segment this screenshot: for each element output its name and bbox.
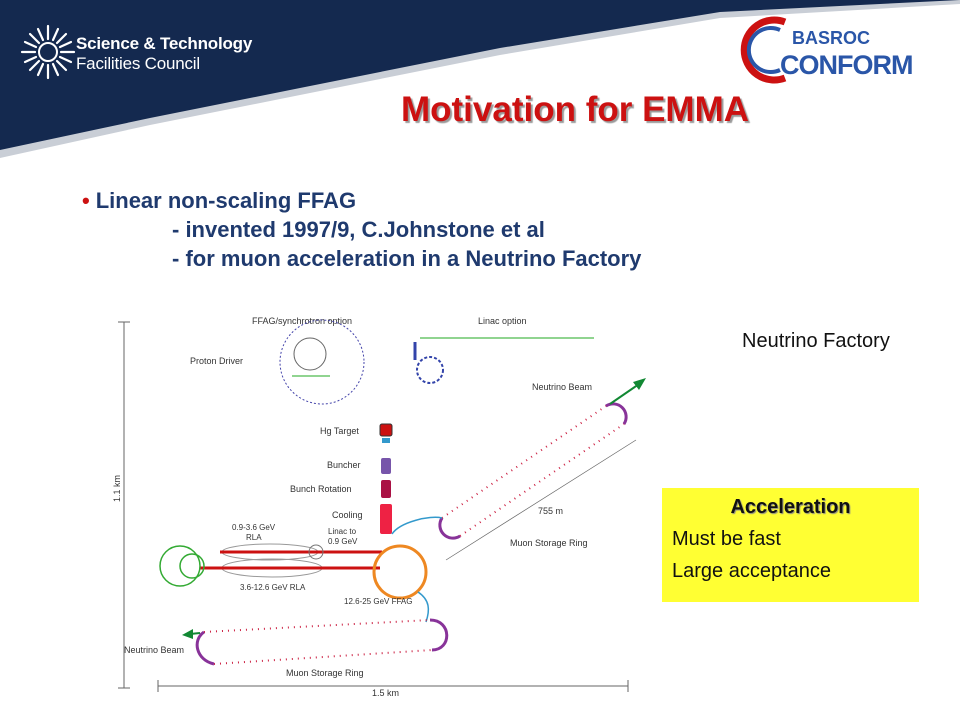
bunch-rotation-block [381, 480, 391, 498]
bullet-list: •Linear non-scaling FFAG - invented 1997… [82, 186, 641, 273]
storage-ring-top [438, 378, 646, 540]
basroc-conform-logo: BASROC CONFORM [740, 16, 913, 84]
header-navy-wave [0, 0, 960, 150]
dim-vertical-label: 1.1 km [112, 475, 122, 502]
rla-return-arc-inner [179, 553, 205, 579]
neutrino-factory-caption: Neutrino Factory [742, 330, 890, 352]
label-neutrino-beam-top: Neutrino Beam [532, 382, 592, 392]
label-rla-high: 3.6-12.6 GeV RLA [240, 583, 306, 592]
logo-conform-text: CONFORM [780, 50, 912, 80]
label-storage-ring-bottom: Muon Storage Ring [286, 668, 364, 678]
hg-target-base [382, 438, 390, 443]
sub-item: - invented 1997/9, C.Johnstone et al [172, 217, 545, 242]
label-ffag: 12.6-25 GeV FFAG [344, 597, 412, 606]
label-rla-low-2: RLA [246, 533, 262, 542]
label-cooling: Cooling [332, 510, 363, 520]
storage-ring-top-arc [438, 517, 461, 540]
label-rla-low-1: 0.9-3.6 GeV [232, 523, 276, 532]
label-linac-option: Linac option [478, 316, 527, 326]
sub-item: - for muon acceleration in a Neutrino Fa… [172, 246, 642, 271]
acceleration-box: Acceleration Must be fast Large acceptan… [662, 488, 919, 602]
label-hg-target: Hg Target [320, 426, 359, 436]
proton-driver-ring [279, 319, 365, 405]
storage-ring-top-straight [441, 405, 607, 519]
label-neutrino-beam-bottom: Neutrino Beam [124, 645, 184, 655]
acceleration-heading: Acceleration [730, 496, 851, 518]
label-storage-ring-top: Muon Storage Ring [510, 538, 588, 548]
dim-line-755 [445, 439, 637, 561]
label-buncher: Buncher [327, 460, 361, 470]
label-755m: 755 m [538, 506, 563, 516]
stfc-wordmark: Science & Technology Facilities Council [76, 34, 252, 74]
label-linac-1: Linac to [328, 527, 357, 536]
label-proton-driver: Proton Driver [190, 356, 243, 366]
storage-ring-bottom-arc [195, 630, 215, 666]
linac-option-ring [416, 356, 444, 384]
rla-low-arc [308, 544, 324, 560]
storage-ring-bottom [182, 618, 449, 666]
org-name-line1: Science & Technology [76, 34, 253, 53]
neutrino-beam-bottom-arrow-icon [182, 629, 193, 639]
neutrino-factory-diagram: 1.1 km 1.5 km FFAG/synchrotron option Pr… [112, 316, 646, 698]
storage-ring-bottom-straight [213, 649, 433, 665]
storage-ring-top-straight [459, 423, 625, 537]
label-linac-2: 0.9 GeV [328, 537, 358, 546]
label-bunch-rotation: Bunch Rotation [290, 484, 352, 494]
neutrino-beam-top-arrow-icon [633, 378, 646, 390]
storage-ring-bottom-straight [203, 619, 431, 633]
hg-target-block [379, 423, 393, 437]
acceleration-item: Large acceptance [672, 560, 832, 582]
ffag-transfer-bottom [417, 591, 430, 623]
buncher-block [381, 458, 391, 474]
label-ffag-option: FFAG/synchrotron option [252, 316, 352, 326]
bullet-item: •Linear non-scaling FFAG [82, 186, 641, 215]
cooling-block [380, 504, 392, 534]
storage-ring-bottom-arc [429, 618, 449, 652]
logo-basroc-text: BASROC [792, 28, 870, 48]
ffag-ring [372, 544, 428, 600]
dim-horizontal-label: 1.5 km [372, 688, 399, 698]
acceleration-item: Must be fast [672, 528, 781, 550]
storage-ring-top-arc [605, 402, 628, 425]
stfc-sunburst-icon [20, 24, 76, 80]
ffag-transfer-top [391, 516, 443, 535]
bullet-dot-icon: • [82, 188, 90, 213]
org-name-line2: Facilities Council [76, 54, 200, 73]
header-band [0, 0, 960, 158]
synchrotron-ring [293, 337, 327, 371]
slide-title: Motivation for EMMA [400, 90, 750, 129]
bullet-main-text: Linear non-scaling FFAG [95, 188, 357, 213]
rla-return-arc-outer [159, 545, 201, 587]
